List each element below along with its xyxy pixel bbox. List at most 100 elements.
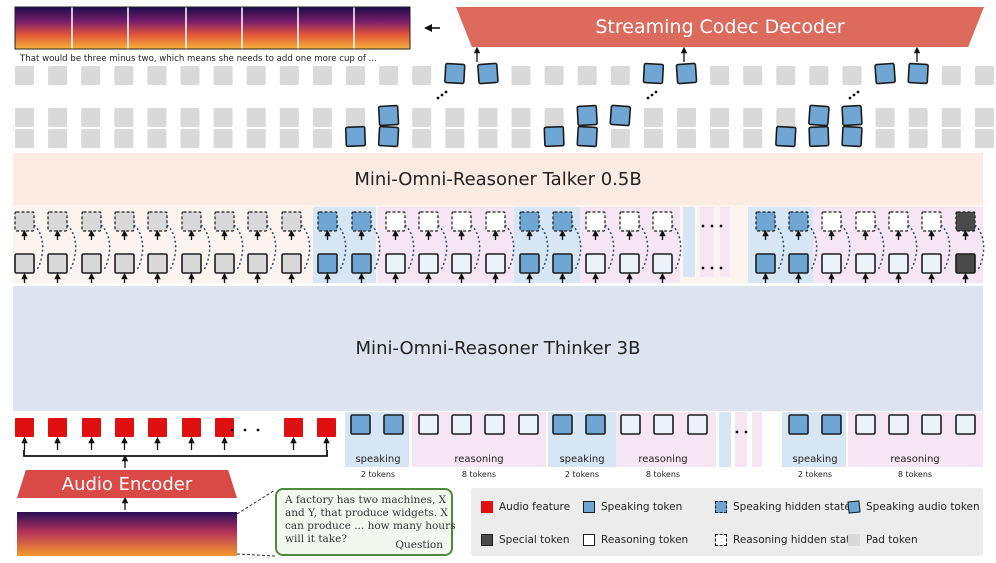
question-line-1: A factory has two machines, X xyxy=(285,494,447,506)
pad-token xyxy=(181,253,202,274)
reasoning-token xyxy=(619,253,640,274)
pad-token xyxy=(511,66,531,85)
legend-item: Audio feature xyxy=(481,501,570,513)
autoregressive-link xyxy=(33,224,44,271)
pad-hidden-state xyxy=(81,211,102,232)
question-box: A factory has two machines, X and Y, tha… xyxy=(275,488,456,556)
autoregressive-link xyxy=(604,224,615,271)
autoregressive-link xyxy=(336,224,347,271)
pad-token xyxy=(875,129,895,148)
ellipsis-dot xyxy=(856,90,860,94)
pad-token xyxy=(312,66,332,85)
ellipsis-dot xyxy=(710,224,714,228)
autoregressive-link xyxy=(807,224,818,271)
legend-label: Reasoning hidden state xyxy=(733,534,857,546)
audio-feature xyxy=(284,418,303,437)
legend-swatch-pad xyxy=(848,534,860,546)
speaking-token xyxy=(552,414,573,435)
autoregressive-link xyxy=(538,224,549,271)
speaking-audio-token xyxy=(841,125,863,148)
pad-token xyxy=(312,129,332,148)
pad-token xyxy=(81,66,101,85)
reasoning-group-bg xyxy=(752,412,762,467)
speaking-audio-token xyxy=(808,125,830,148)
group-caption-count: 8 tokens xyxy=(646,470,680,479)
autoregressive-link xyxy=(774,224,785,271)
speaking-token xyxy=(519,253,540,274)
reasoning-token xyxy=(385,253,406,274)
autoregressive-link xyxy=(907,224,918,271)
speaking-hidden-state xyxy=(351,211,372,232)
question-line-2: and Y, that produce widgets. X xyxy=(285,507,448,519)
pad-token xyxy=(147,253,168,274)
pad-token xyxy=(279,66,299,85)
autoregressive-link xyxy=(671,224,682,271)
pad-token xyxy=(346,66,365,85)
pad-token xyxy=(15,129,34,148)
pad-token xyxy=(246,129,266,148)
reasoning-group-bg xyxy=(700,207,714,277)
ellipsis-dot xyxy=(436,96,440,100)
reasoning-token xyxy=(888,253,909,274)
group-caption-name: reasoning xyxy=(454,454,503,465)
reasoning-hidden-state xyxy=(485,211,506,232)
legend-swatch-reasoning xyxy=(583,534,595,546)
reasoning-hidden-state xyxy=(821,211,842,232)
audio-encoder-banner: Audio Encoder xyxy=(17,470,237,498)
legend-label: Special token xyxy=(499,534,570,546)
question-line-3: can produce ... how many hours xyxy=(285,520,456,532)
pad-token xyxy=(213,66,233,85)
ellipsis-dot xyxy=(744,430,748,434)
pad-token xyxy=(445,129,465,148)
pad-token xyxy=(48,66,68,85)
legend-item: Special token xyxy=(481,534,570,546)
pad-token xyxy=(147,66,167,85)
pad-token xyxy=(180,66,200,85)
reasoning-token xyxy=(518,414,539,435)
audio-feature xyxy=(15,418,34,437)
group-caption-count: 2 tokens xyxy=(798,470,832,479)
autoregressive-link xyxy=(266,224,277,271)
pad-token xyxy=(81,129,101,148)
spectrogram-frame xyxy=(14,6,411,50)
pad-token xyxy=(544,108,564,127)
speaking-hidden-state xyxy=(552,211,573,232)
reasoning-token xyxy=(921,414,942,435)
reasoning-hidden-state xyxy=(385,211,406,232)
audio-feature xyxy=(82,418,101,437)
speaking-token xyxy=(821,414,842,435)
pad-token xyxy=(974,108,994,127)
autoregressive-link xyxy=(166,224,177,271)
pad-token xyxy=(412,108,432,127)
audio-feature xyxy=(215,418,234,437)
reasoning-token xyxy=(451,253,472,274)
reasoning-hidden-state xyxy=(921,211,942,232)
autoregressive-link xyxy=(300,224,311,271)
ellipsis-dot xyxy=(701,224,705,228)
group-caption-count: 8 tokens xyxy=(898,470,932,479)
autoregressive-link xyxy=(133,224,144,271)
speaking-audio-token xyxy=(675,62,698,85)
speaking-hidden-state xyxy=(788,211,809,232)
speaking-audio-token xyxy=(477,62,499,85)
question-line-4: will it take? xyxy=(285,533,348,545)
ellipsis-dot xyxy=(440,93,444,97)
autoregressive-link xyxy=(66,224,77,271)
pad-token xyxy=(743,66,763,85)
speaking-token xyxy=(788,253,809,274)
pad-token xyxy=(247,253,268,274)
pad-token xyxy=(809,66,829,85)
legend-swatch-audio xyxy=(481,501,493,513)
thinker-label: Mini-Omni-Reasoner Thinker 3B xyxy=(355,338,641,359)
pad-token xyxy=(478,108,498,127)
speaking-group-bg xyxy=(683,207,695,277)
pad-token xyxy=(379,66,399,85)
ellipsis-dot xyxy=(710,266,714,270)
output-spectrogram xyxy=(15,7,410,49)
pad-token xyxy=(15,66,34,85)
pad-token xyxy=(941,108,961,127)
group-caption-name: reasoning xyxy=(638,454,687,465)
reasoning-hidden-state xyxy=(888,211,909,232)
